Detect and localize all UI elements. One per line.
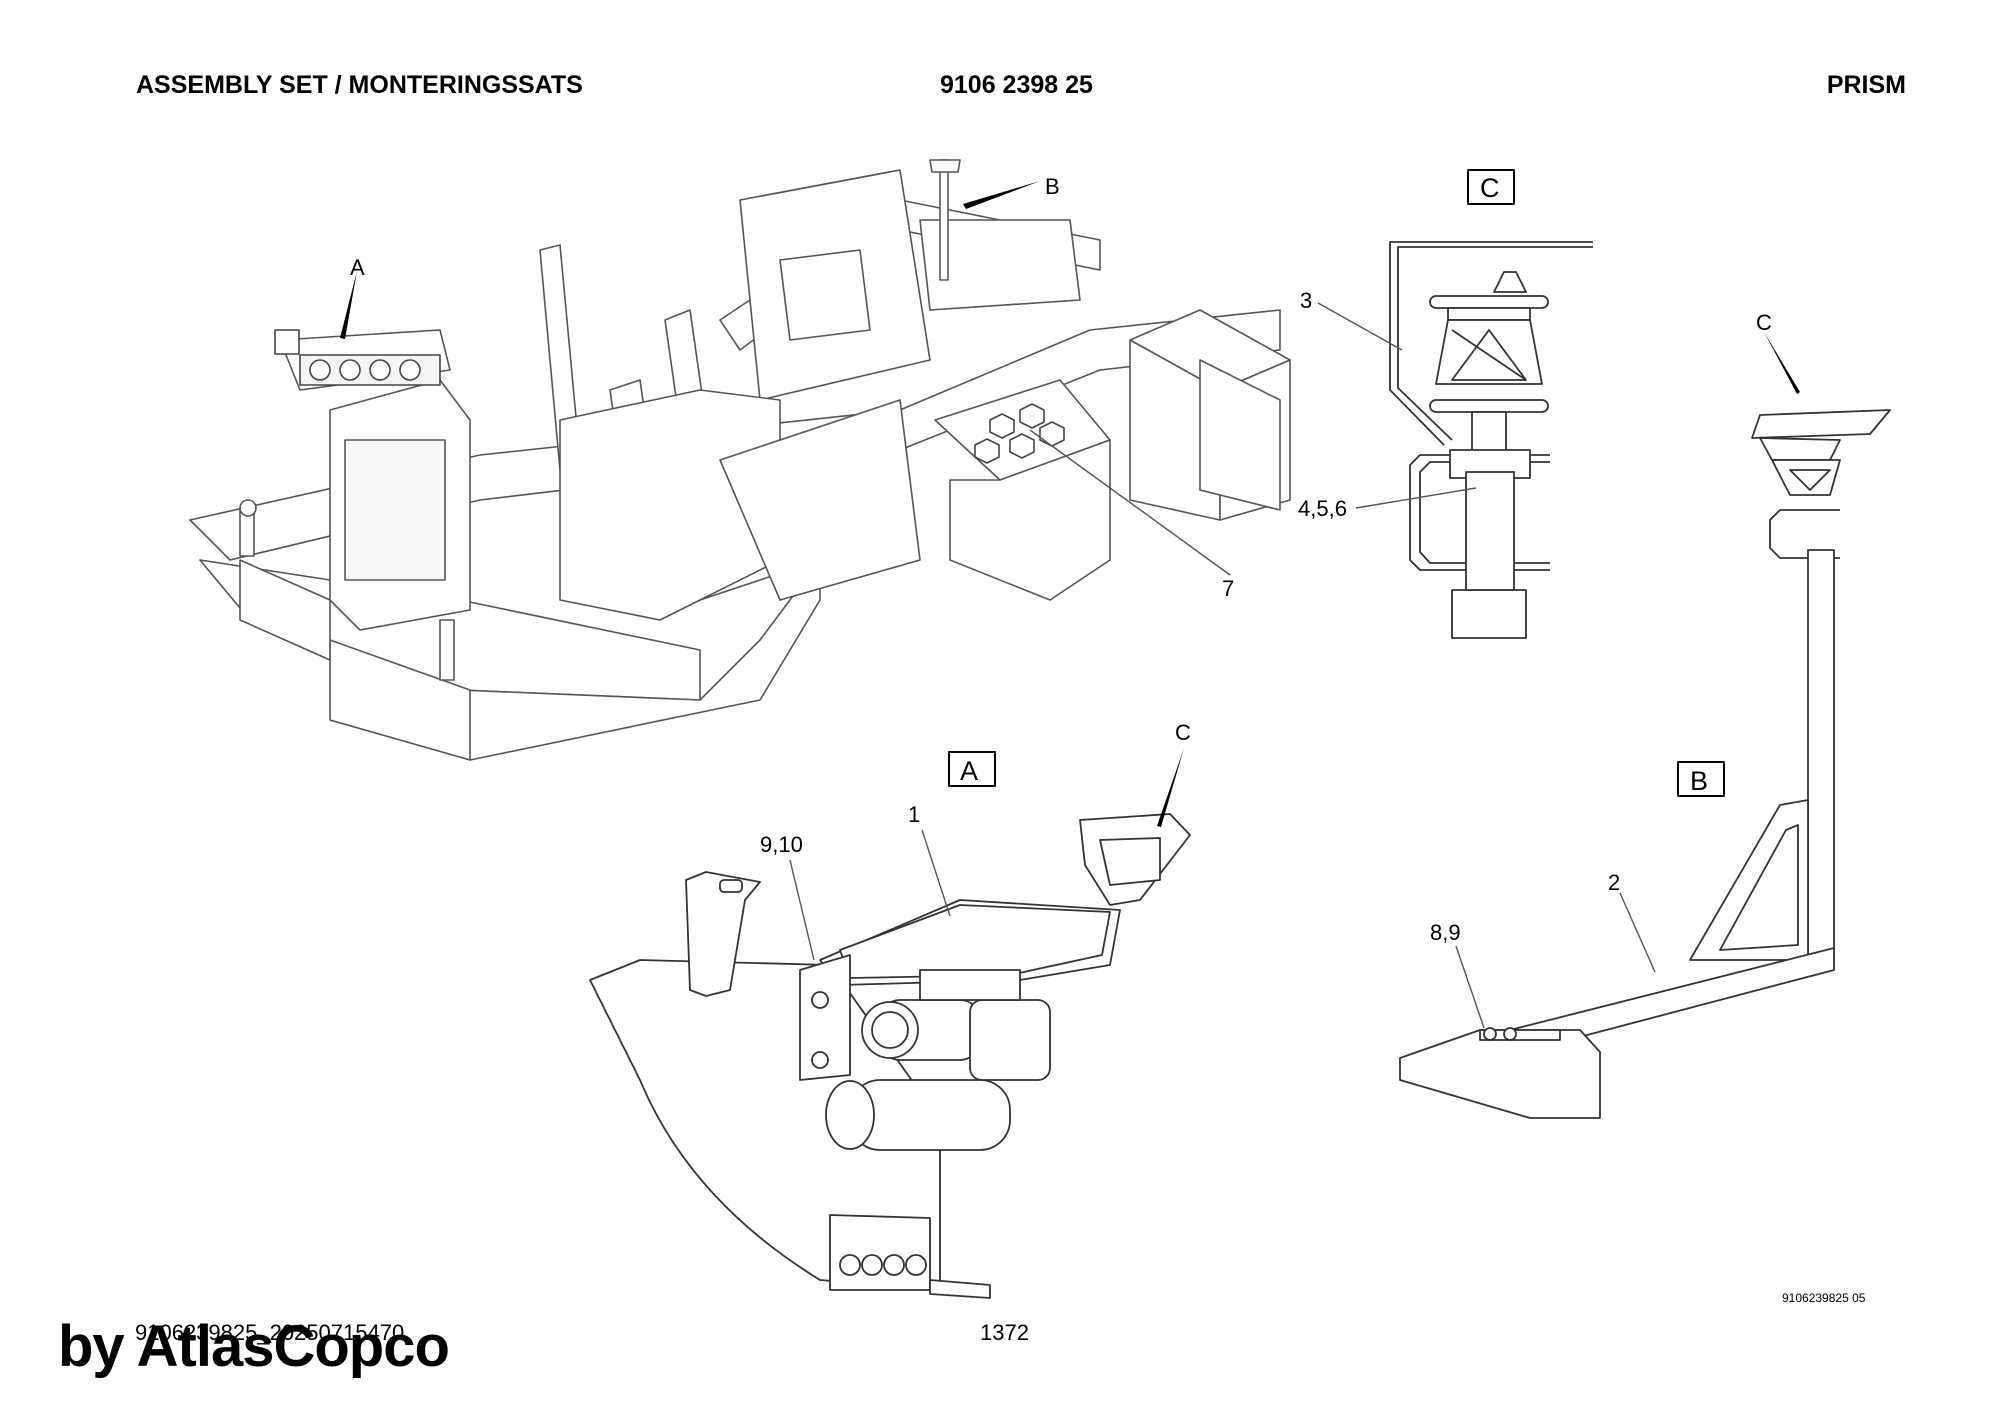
- callout-item-7: 7: [1222, 576, 1234, 601]
- callout-pointer-c-on-a: [1157, 748, 1184, 827]
- drawing-number: 9106239825 05: [1782, 1291, 1866, 1305]
- chassis-overview: [189, 159, 1291, 761]
- view-label-a: A: [960, 756, 978, 786]
- callout-detail-a: A: [350, 255, 365, 280]
- callout-items-8-9: 8,9: [1430, 920, 1461, 945]
- view-label-b: B: [1690, 766, 1708, 796]
- brand-watermark: by AtlasCopco: [58, 1314, 450, 1379]
- leader-item-7: [1029, 429, 1231, 576]
- callout-item-1: 1: [908, 802, 920, 827]
- callout-pointer-c-on-b: [1764, 332, 1800, 394]
- callout-detail-b: B: [1045, 174, 1060, 199]
- callout-items-4-5-6: 4,5,6: [1298, 496, 1347, 521]
- leader-items-4-5-6: [1355, 487, 1477, 509]
- leader-item-3: [1317, 302, 1403, 351]
- product-name: PRISM: [1826, 71, 1906, 99]
- part-number: 9106 2398 25: [940, 71, 1093, 99]
- callout-item-3: 3: [1300, 288, 1312, 313]
- detail-a-drawing: [589, 751, 1191, 1299]
- document-title: ASSEMBLY SET / MONTERINGSSATS: [136, 71, 583, 99]
- detail-b-drawing: [1399, 409, 1891, 1119]
- callout-pointers-overview: [340, 181, 1040, 339]
- page-number: 1372: [980, 1320, 1029, 1345]
- detail-c-drawing: [1389, 169, 1593, 639]
- callout-item-2: 2: [1608, 870, 1620, 895]
- document-code: 9106239825_20250715470: [135, 1320, 405, 1345]
- leader-items-8-9: [1455, 945, 1485, 1029]
- view-label-c: C: [1480, 173, 1500, 203]
- callout-detail-c-on-a: C: [1175, 720, 1191, 745]
- leader-item-1: [921, 829, 951, 917]
- callout-items-9-10: 9,10: [760, 832, 803, 857]
- leader-item-2: [1619, 892, 1656, 973]
- leader-items-9-10: [789, 859, 815, 961]
- callout-detail-c-on-b: C: [1756, 310, 1772, 335]
